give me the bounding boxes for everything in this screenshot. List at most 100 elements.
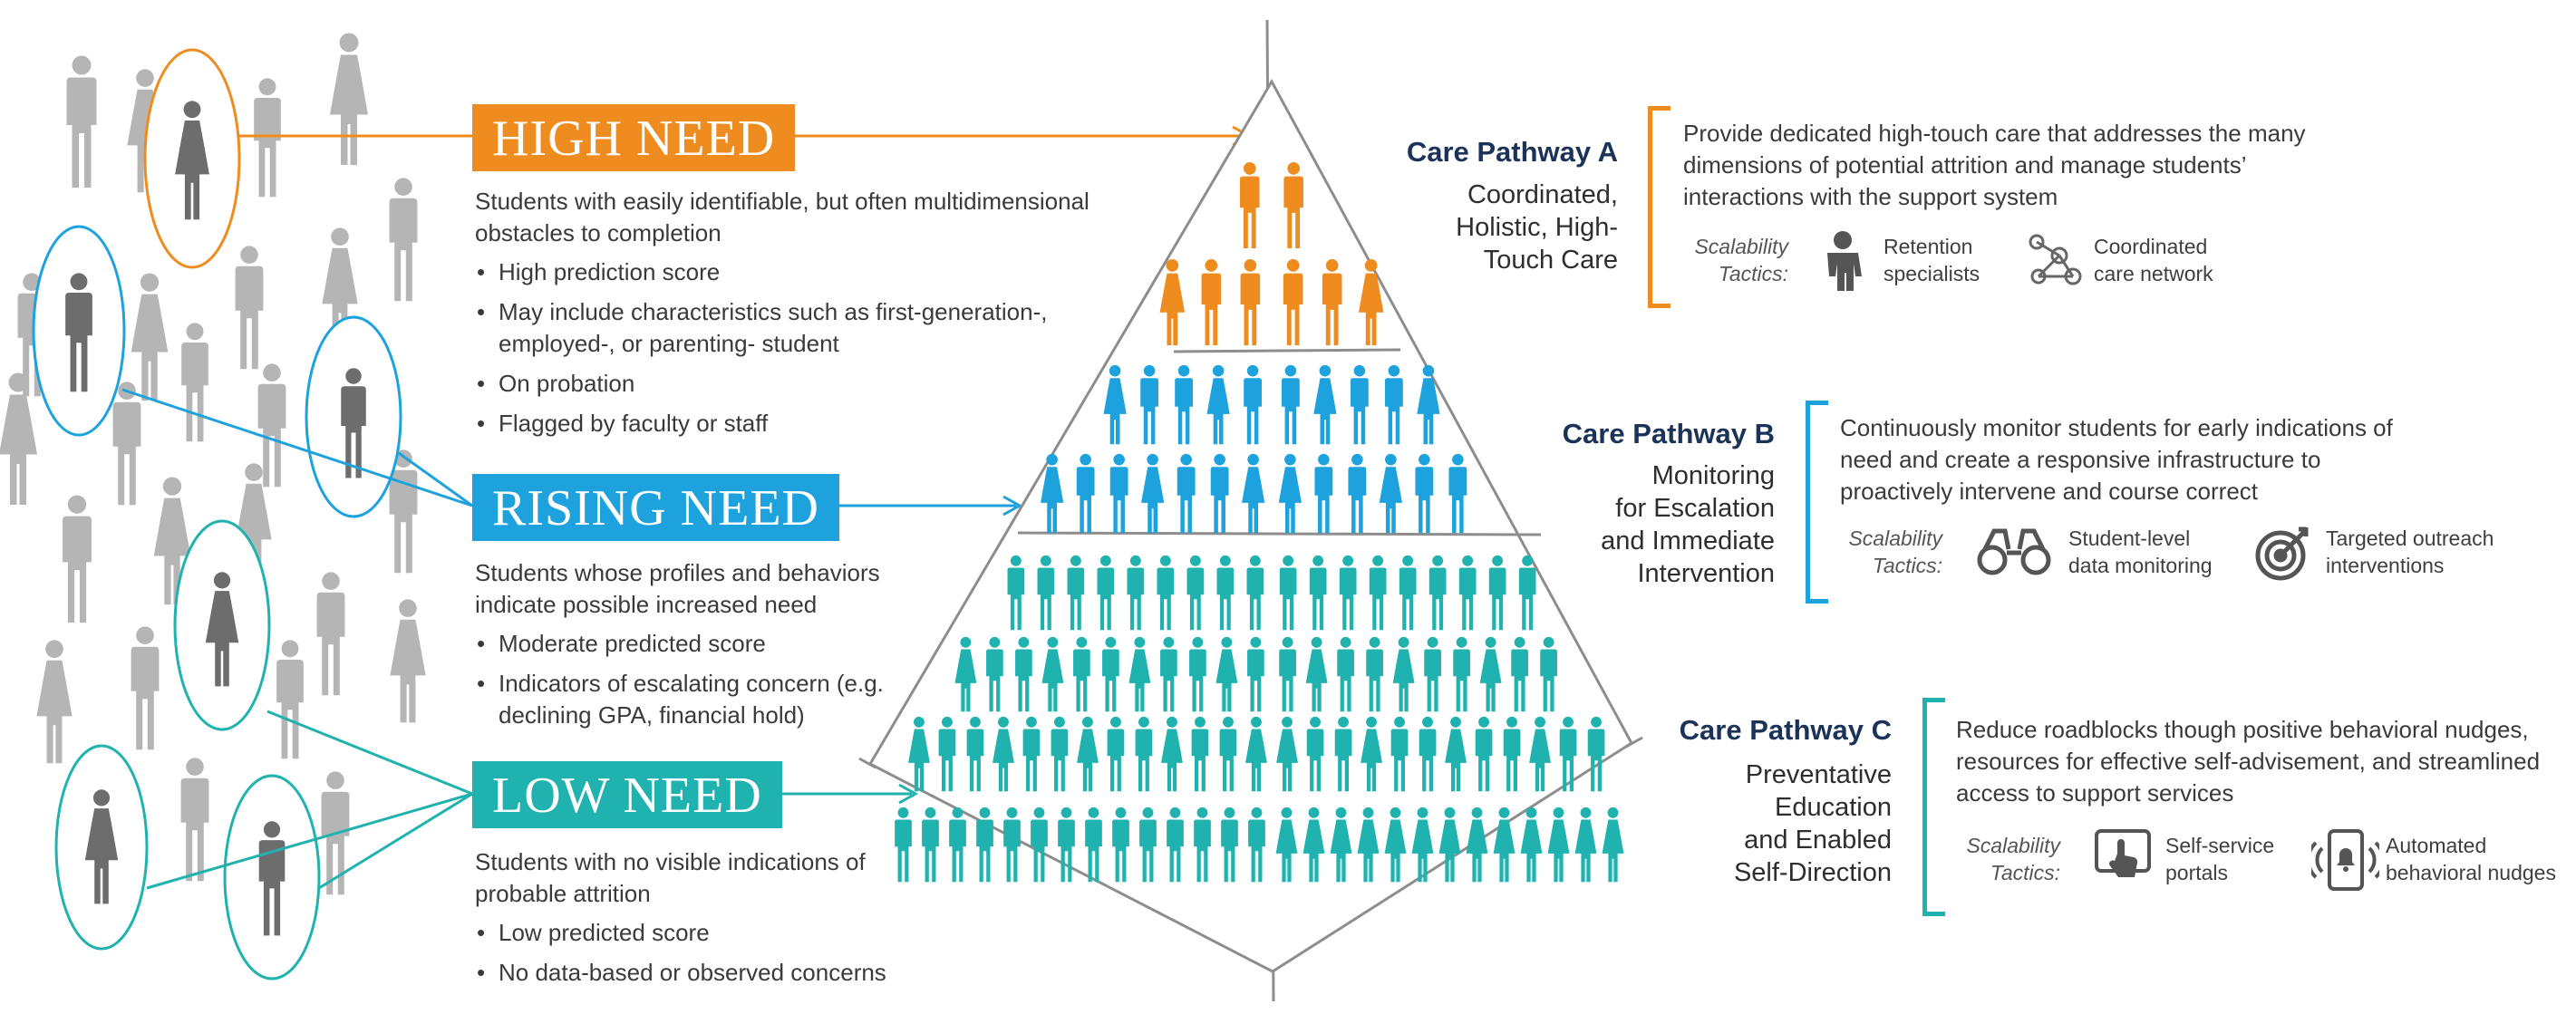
high-need-description: Students with easily identifiable, but o… [475,186,1164,448]
care-pathway-c-tactics-label: Scalability Tactics: [1894,832,2060,886]
care-pathway-b-bracket [1806,401,1828,604]
network-icon [2028,233,2084,289]
care-pathway-a-description: Provide dedicated high-touch care that a… [1683,120,2306,210]
rising-need-bullets: Moderate predicted score Indicators of e… [475,628,1164,731]
tactic-line: specialists [1884,262,1980,285]
phone-alert-icon [2306,828,2386,894]
low-need-description: Students with no visible indications of … [475,846,1164,997]
low-need-student [1540,636,1557,712]
subtitle-line: Touch Care [1483,246,1618,275]
rising-need-student [1415,453,1434,534]
low-need-student [1392,636,1415,712]
low-need-student [1276,716,1298,792]
low-need-student [938,716,956,792]
student-figure [322,227,358,352]
student-figure [131,273,169,401]
low-need-student [1366,636,1383,712]
student-figure [131,626,160,750]
care-pathway-b-tactics-label: Scalability Tactics: [1777,525,1942,579]
highlighted-student-figure [258,821,286,936]
subtitle-line: Education [1775,793,1892,822]
rising-need-student [1448,453,1467,534]
rising-need-student [1278,453,1302,534]
care-pathway-a-title: Care Pathway A [1406,136,1618,168]
low-need-student [949,807,966,883]
low-need-student [1167,807,1184,883]
low-need-student [1186,555,1205,631]
pyramid-corner [858,757,876,769]
subtitle-line: Intervention [1637,559,1775,588]
student-figure [321,771,350,895]
low-need-student [1077,716,1099,792]
low-need-student [1511,636,1528,712]
low-need-student [1559,716,1577,792]
low-need-student [922,807,939,883]
highlighted-student-figure [65,273,92,392]
rising-need-student [1417,364,1440,445]
care-pathway-c-tactic-2: Automated behavioral nudges [2386,832,2556,886]
low-need-student [1458,555,1477,631]
low-need-student [1221,807,1238,883]
low-need-student [1488,555,1506,631]
high-need-student [1283,258,1303,346]
low-need-student [1031,807,1048,883]
rising-need-arrow [832,495,1023,517]
low-need-bullet: No data-based or observed concerns [475,957,1164,989]
high-need-label: HIGH NEED [472,104,796,171]
tactic-line: care network [2094,262,2213,285]
low-need-connector [318,792,473,890]
pyramid-tier-divider [1017,531,1542,536]
low-need-arrow [769,783,919,805]
high-need-bullet: High prediction score [475,256,1164,288]
tactic-line: Targeted outreach [2326,526,2494,550]
student-figure [254,78,281,198]
care-pathway-b-subtitle: Monitoring for Escalation and Immediate … [1487,459,1775,590]
low-need-student [1085,807,1102,883]
low-need-student [1309,555,1327,631]
subtitle-line: and Enabled [1744,826,1892,855]
student-figure [389,178,418,302]
high-need-bullets: High prediction score May include charac… [475,256,1164,440]
rising-need-student [1351,364,1369,445]
student-figure [389,449,418,574]
low-need-student [1334,716,1352,792]
low-need-student [1330,807,1352,883]
low-need-student [1453,636,1470,712]
low-need-student [1219,716,1237,792]
low-need-student [1493,807,1516,883]
low-need-student [1157,555,1175,631]
rising-need-student [1206,364,1230,445]
tactic-line: data monitoring [2068,554,2213,577]
pyramid-corner [1625,736,1643,749]
low-need-student [993,716,1014,792]
subtitle-line: Self-Direction [1733,858,1892,887]
rising-need-student [1313,364,1337,445]
low-need-student [1139,807,1157,883]
tactics-label-line: Scalability [1848,526,1942,550]
low-need-student [1305,636,1328,712]
low-need-student [1007,555,1025,631]
touch-screen-icon [2094,828,2153,894]
student-figure [63,495,92,623]
tactic-line: Coordinated [2094,235,2208,258]
low-need-student [976,807,993,883]
rising-need-student [1242,453,1265,534]
rising-need-label: RISING NEED [472,474,839,541]
rising-need-student [1041,453,1064,534]
high-need-intro: Students with easily identifiable, but o… [475,188,1089,246]
low-need-student [1097,555,1115,631]
low-need-student [1424,636,1441,712]
high-need-student [1159,258,1186,346]
care-pathway-c-bracket [1922,698,1945,916]
highlighted-student-figure [341,368,366,478]
high-need-bullet: Flagged by faculty or staff [475,408,1164,440]
tactic-line: behavioral nudges [2386,861,2556,884]
low-need-student [1245,716,1267,792]
rising-need-student [1141,453,1165,534]
tactic-line: interventions [2326,554,2445,577]
low-need-student [1279,555,1297,631]
low-need-student [1518,555,1536,631]
low-need-student [1112,807,1129,883]
low-need-student [1247,636,1264,712]
